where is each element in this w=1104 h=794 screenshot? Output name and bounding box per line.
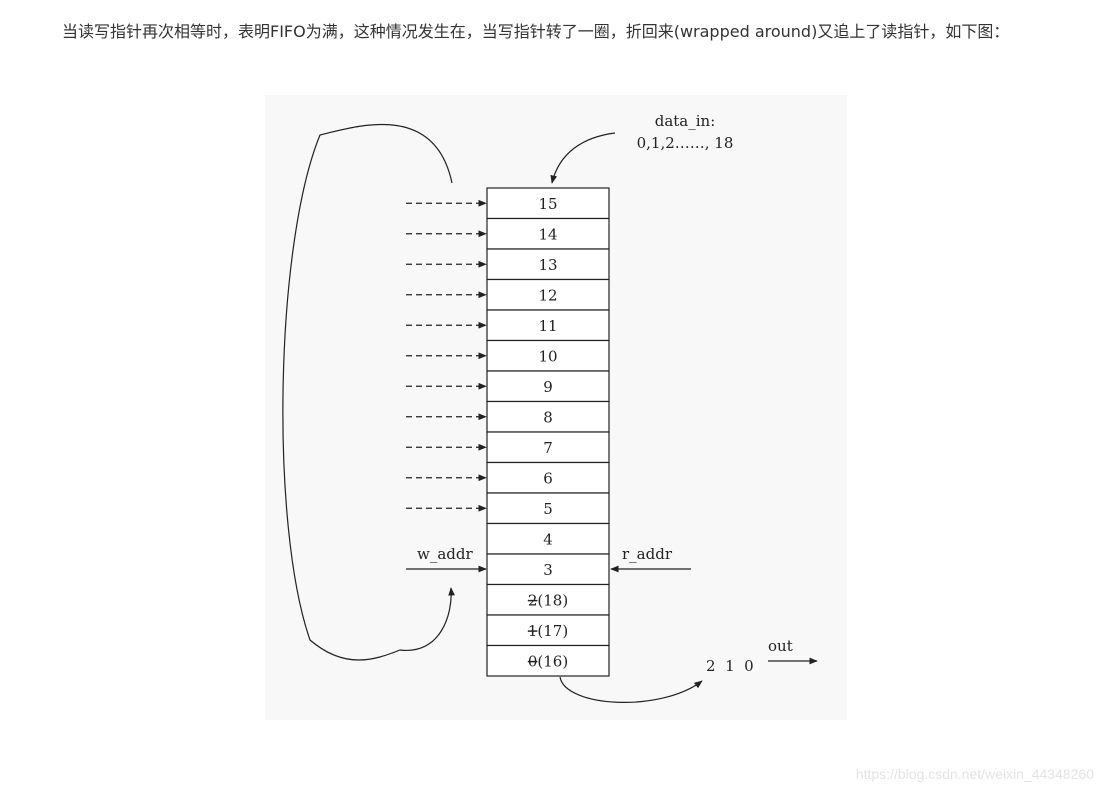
fifo-cell-box [486,583,610,616]
fifo-cell: 15 [486,187,610,220]
fifo-cell: 10 [486,339,610,372]
fifo-cell-box [486,339,610,372]
fifo-diagram-svg: data_in: 0,1,2……, 18 1514131211109876543… [282,112,818,703]
new-value: (16) [537,652,568,670]
fifo-cell-label: 7 [543,439,553,457]
fifo-cell-label: 12 [538,286,557,304]
fifo-cell-box [486,217,610,250]
fifo-cell-box [486,187,610,220]
data-in-label: data_in: [655,112,716,130]
fifo-cell-label: 9 [543,378,553,396]
fifo-cell-label: 13 [538,256,557,274]
fifo-cell: 3 [486,553,610,586]
data-in-values: 0,1,2……, 18 [637,134,734,152]
fifo-cell: 11 [486,309,610,342]
fifo-cell-label: 15 [538,195,557,213]
new-value: (18) [537,591,568,609]
fifo-cell: 4 [486,522,610,555]
fifo-cell-label: 14 [538,225,557,243]
fifo-cell-label: 2(18) [528,591,568,609]
out-values: 2 1 0 [706,657,754,675]
fifo-cell: 13 [486,248,610,281]
fifo-cell: 5 [486,492,610,525]
fifo-cell: 2(18) [486,583,610,616]
fifo-cell-label: 1(17) [528,622,568,640]
new-value: (17) [537,622,568,640]
fifo-cell-label: 4 [543,530,553,548]
out-label: out [768,637,793,655]
fifo-cell: 7 [486,431,610,464]
fifo-cell-label: 6 [543,469,553,487]
fifo-cell: 0(16) [486,644,610,677]
fifo-cell: 6 [486,461,610,494]
fifo-cell-box [486,644,610,677]
fifo-cell: 8 [486,400,610,433]
r-addr-label: r_addr [622,545,673,563]
article-paragraph: 当读写指针再次相等时，表明FIFO为满，这种情况发生在，当写指针转了一圈，折回来… [62,22,1010,41]
dashed-write-arrows [406,199,487,512]
fifo-cell-box [486,461,610,494]
fifo-cell: 9 [486,370,610,403]
fifo-cell: 12 [486,278,610,311]
struck-old-value: 0 [528,652,538,670]
fifo-cell-box [486,400,610,433]
struck-old-value: 2 [528,591,538,609]
wrap-around-curve [282,123,455,661]
watermark-text: https://blog.csdn.net/weixin_44348260 [855,766,1094,782]
fifo-cell-label: 5 [543,500,553,518]
output-curve-arrow [559,676,703,703]
fifo-cell-label: 0(16) [528,652,568,670]
fifo-cell-label: 10 [538,347,557,365]
fifo-cell-box [486,278,610,311]
fifo-cell-label: 3 [543,561,553,579]
struck-old-value: 1 [528,622,538,640]
fifo-cell: 14 [486,217,610,250]
fifo-cell: 1(17) [486,614,610,647]
fifo-cell-label: 8 [543,408,553,426]
fifo-cell-label: 11 [538,317,557,335]
w-addr-label: w_addr [417,545,473,563]
data-in-arrow [550,132,616,184]
fifo-cell-box [486,492,610,525]
fifo-cell-box [486,522,610,555]
